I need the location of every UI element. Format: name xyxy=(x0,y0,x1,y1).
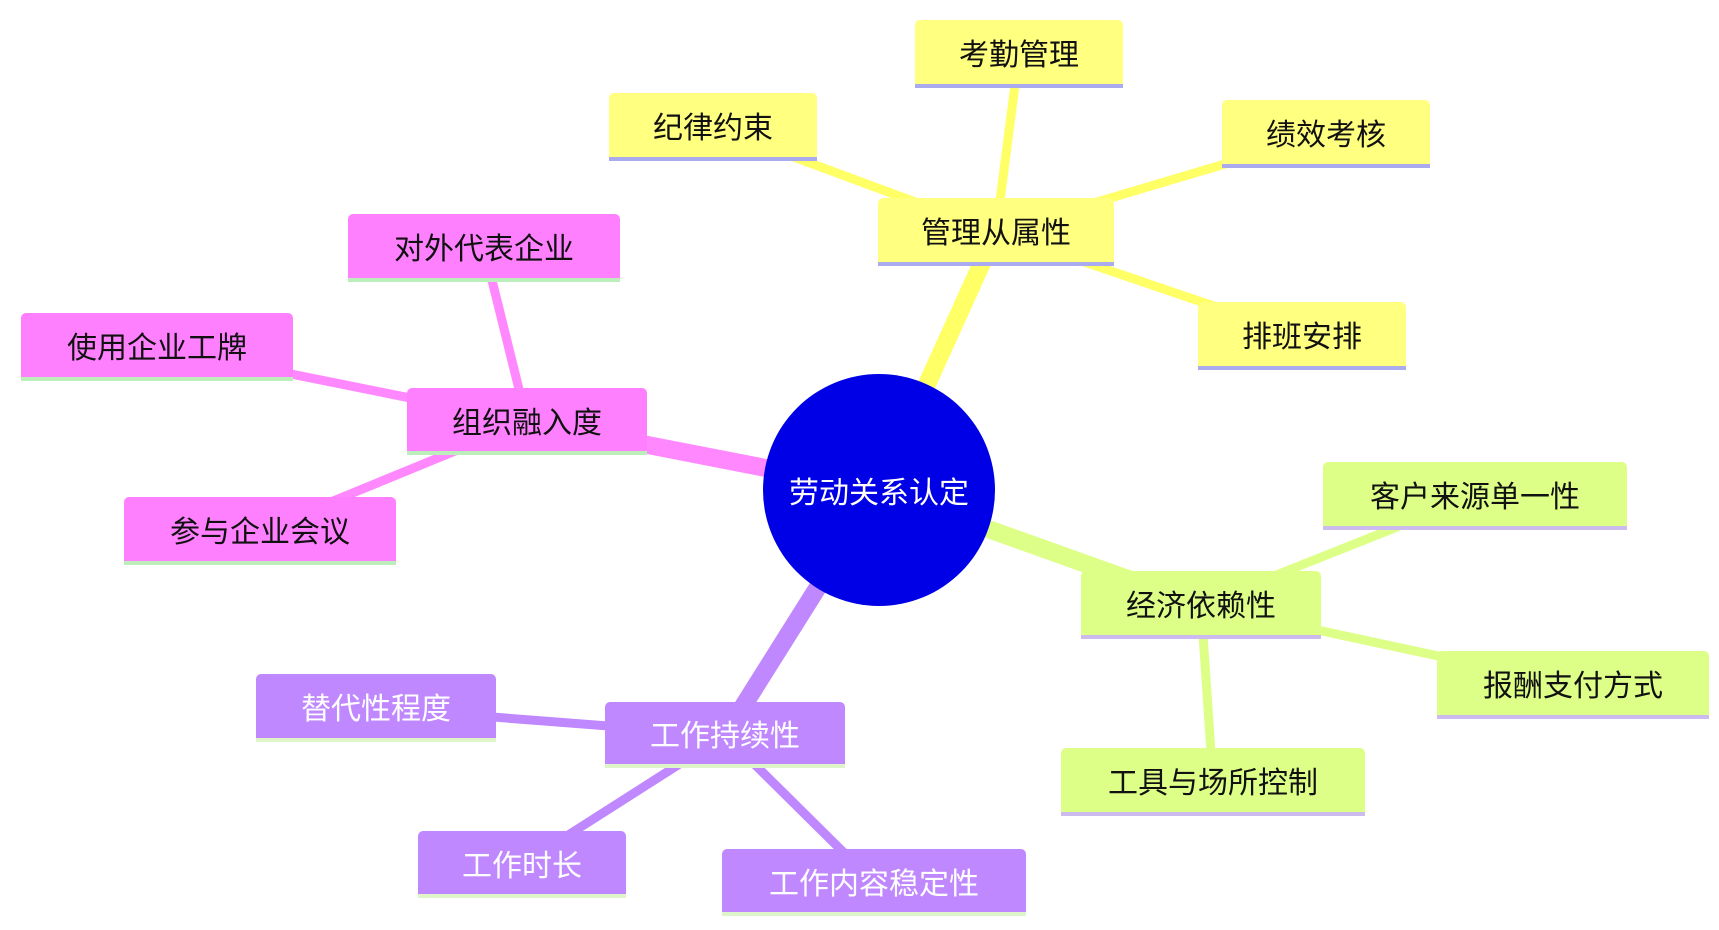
leaf-content-stability: 工作内容稳定性 xyxy=(722,849,1026,916)
leaf-discipline: 纪律约束 xyxy=(609,93,817,161)
leaf-attendance: 考勤管理 xyxy=(915,20,1123,88)
leaf-performance: 绩效考核 xyxy=(1222,100,1430,168)
leaf-client-source: 客户来源单一性 xyxy=(1323,462,1627,530)
branch-organization: 组织融入度 xyxy=(407,388,647,455)
branch-continuity: 工作持续性 xyxy=(605,702,845,768)
leaf-company-badge: 使用企业工牌 xyxy=(21,313,293,381)
branch-economic: 经济依赖性 xyxy=(1081,571,1321,639)
leaf-substitutability: 替代性程度 xyxy=(256,674,496,742)
leaf-company-meeting: 参与企业会议 xyxy=(124,497,396,565)
leaf-working-hours: 工作时长 xyxy=(418,831,626,898)
leaf-scheduling: 排班安排 xyxy=(1198,302,1406,370)
root-node: 劳动关系认定 xyxy=(763,374,995,606)
leaf-tools-venue: 工具与场所控制 xyxy=(1061,748,1365,816)
leaf-payment-method: 报酬支付方式 xyxy=(1437,651,1709,719)
branch-management: 管理从属性 xyxy=(878,198,1114,266)
leaf-represent-company: 对外代表企业 xyxy=(348,214,620,282)
